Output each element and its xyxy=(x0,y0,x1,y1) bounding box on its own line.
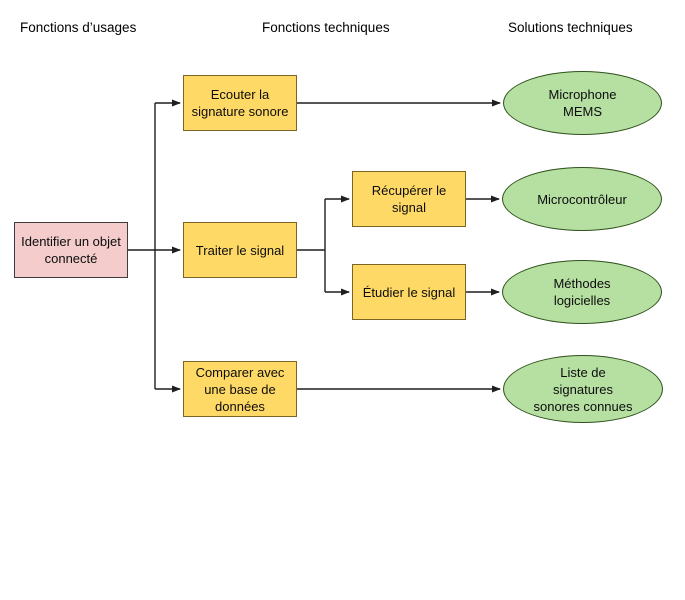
node-label-identifier-objet: Identifier un objet connecté xyxy=(21,234,121,266)
node-label-methodes-logicielles: Méthodes logicielles xyxy=(553,276,611,308)
node-methodes-logicielles: Méthodes logicielles xyxy=(502,260,662,324)
column-header-fonctions-usages: Fonctions d’usages xyxy=(20,20,137,35)
node-label-traiter-signal: Traiter le signal xyxy=(195,242,285,258)
node-comparer-base: Comparer avec une base de données xyxy=(183,361,297,417)
node-microcontroleur: Microcontrôleur xyxy=(502,167,662,231)
node-label-etudier-signal: Étudier le signal xyxy=(362,284,456,300)
node-label-microcontroleur: Microcontrôleur xyxy=(537,191,627,207)
node-ecouter-signature: Ecouter la signature sonore xyxy=(183,75,297,131)
node-label-comparer-base: Comparer avec une base de données xyxy=(195,364,285,414)
node-etudier-signal: Étudier le signal xyxy=(352,264,466,320)
node-label-ecouter-signature: Ecouter la signature sonore xyxy=(191,87,289,119)
node-label-recuperer-signal: Récupérer le signal xyxy=(371,183,447,215)
column-header-solutions-techniques: Solutions techniques xyxy=(508,20,633,35)
node-microphone-mems: Microphone MEMS xyxy=(503,71,662,135)
column-header-fonctions-techniques: Fonctions techniques xyxy=(262,20,390,35)
node-identifier-objet: Identifier un objet connecté xyxy=(14,222,128,278)
node-label-microphone-mems: Microphone MEMS xyxy=(548,87,617,119)
node-label-liste-signatures: Liste de signatures sonores connues xyxy=(533,364,633,414)
node-traiter-signal: Traiter le signal xyxy=(183,222,297,278)
node-liste-signatures: Liste de signatures sonores connues xyxy=(503,355,663,423)
node-recuperer-signal: Récupérer le signal xyxy=(352,171,466,227)
